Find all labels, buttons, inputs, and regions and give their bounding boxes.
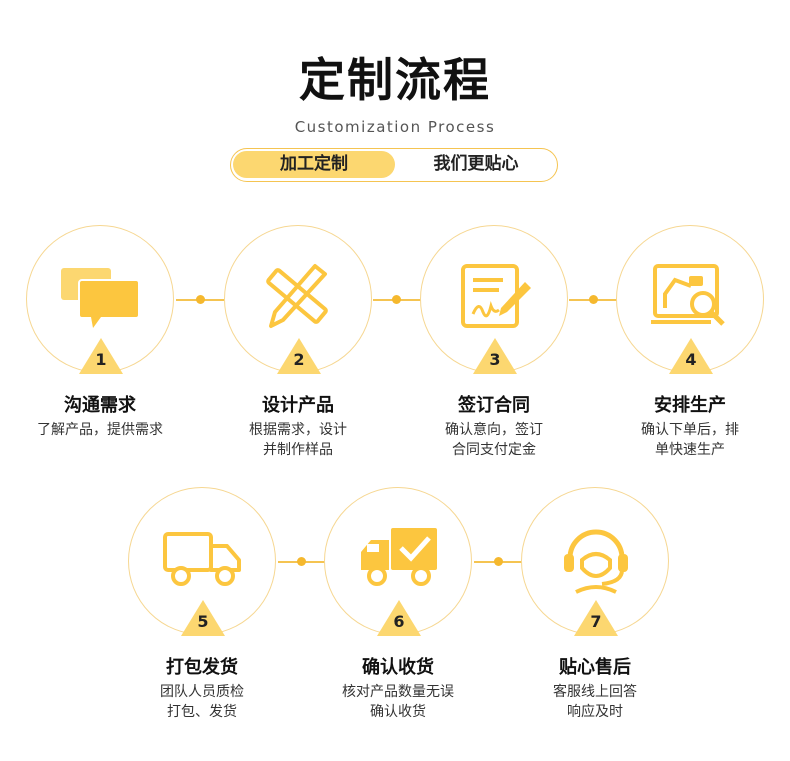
connector-dot	[589, 295, 598, 304]
step-number-badge: 4	[667, 336, 715, 376]
page-subtitle: Customization Process	[294, 118, 496, 136]
delivery-truck-icon	[163, 532, 241, 586]
step-desc-line2: 打包、发货	[167, 704, 237, 720]
step-circle: 1	[26, 225, 174, 376]
ruler-pencil-icon	[266, 264, 328, 328]
step-title: 安排生产	[654, 395, 726, 416]
step-title: 确认收货	[362, 657, 434, 678]
headset-agent-icon	[564, 529, 628, 594]
connector-dot	[392, 295, 401, 304]
step-number-badge: 6	[375, 598, 423, 638]
step-desc-line2: 响应及时	[567, 704, 623, 720]
step-number-badge: 5	[179, 598, 227, 638]
chat-bubbles-icon	[61, 268, 140, 328]
step-desc-line1: 了解产品，提供需求	[37, 422, 163, 438]
step-circle: 7	[521, 487, 669, 638]
tab-custom-processing[interactable]: 加工定制	[233, 151, 395, 178]
step-desc-line2: 单快速生产	[655, 442, 725, 458]
step-number-badge: 1	[77, 336, 125, 376]
page-title: 定制流程	[299, 53, 491, 107]
contract-sign-icon	[461, 264, 531, 328]
step-desc-line1: 确认下单后，排	[641, 422, 739, 438]
step-desc-line1: 团队人员质检	[160, 684, 244, 700]
connector-dot	[297, 557, 306, 566]
step-title: 打包发货	[166, 657, 238, 678]
step-title: 贴心售后	[559, 657, 631, 678]
step-number-badge: 3	[471, 336, 519, 376]
step-desc-line1: 根据需求，设计	[249, 422, 347, 438]
step-title: 设计产品	[262, 395, 334, 416]
step-desc-line1: 确认意向，签订	[445, 422, 543, 438]
step-desc-line1: 核对产品数量无误	[342, 684, 454, 700]
step-circle: 5	[128, 487, 276, 638]
step-number-badge: 7	[572, 598, 620, 638]
step-circle: 3	[420, 225, 568, 376]
step-desc-line2: 并制作样品	[263, 442, 333, 458]
connector-dot	[196, 295, 205, 304]
step-title: 沟通需求	[64, 395, 136, 416]
tab-more-caring[interactable]: 我们更贴心	[433, 154, 519, 174]
step-desc-line2: 合同支付定金	[452, 442, 536, 458]
step-title: 签订合同	[458, 395, 530, 416]
production-monitor-icon	[651, 264, 725, 326]
step-desc-line1: 客服线上回答	[553, 684, 637, 700]
step-circle: 6	[324, 487, 472, 638]
step-circle: 4	[616, 225, 764, 376]
step-number-badge: 2	[275, 336, 323, 376]
truck-check-icon	[361, 528, 437, 586]
connector-dot	[494, 557, 503, 566]
step-circle: 2	[224, 225, 372, 376]
tab-bar: 加工定制 我们更贴心	[230, 148, 558, 182]
step-desc-line2: 确认收货	[370, 704, 426, 720]
